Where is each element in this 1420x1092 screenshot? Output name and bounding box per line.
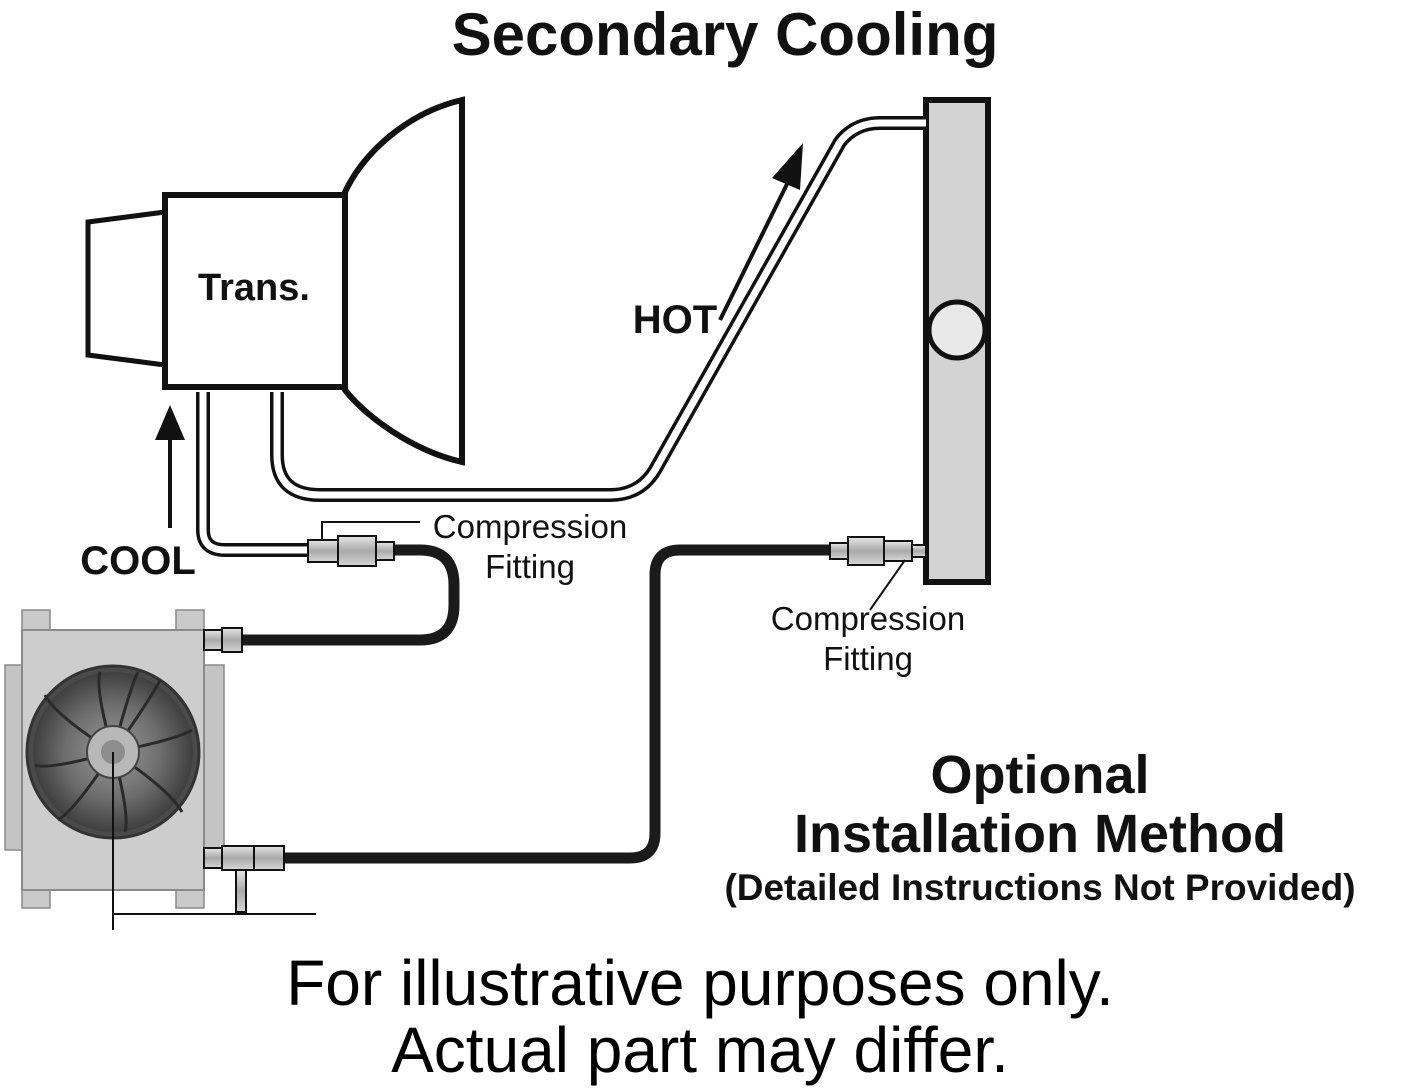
cooler-port-bottom: [203, 845, 285, 913]
diagram-title: Secondary Cooling: [452, 1, 999, 68]
hot-line: [270, 116, 926, 502]
cooler-with-fan: [4, 609, 225, 909]
footer-line1: For illustrative purposes only.: [286, 947, 1114, 1019]
footer-line2: Actual part may differ.: [391, 1014, 1009, 1086]
compression-fitting-right: [829, 536, 927, 566]
radiator-cap: [926, 299, 988, 361]
fan-wiring: [112, 752, 316, 930]
transmission-label: Trans.: [198, 267, 310, 309]
fitting-top-label-line2: Fitting: [485, 548, 575, 585]
hoses: [240, 544, 832, 864]
cooler-port-top: [203, 627, 243, 653]
transmission: [85, 96, 465, 466]
hot-arrow: [718, 143, 803, 321]
cool-label: COOL: [80, 539, 196, 583]
hose-to-cooler-top: [240, 544, 460, 646]
cool-arrow: [155, 405, 185, 528]
fitting-top-leader: [321, 521, 420, 540]
optional-line1: Optional: [931, 745, 1150, 805]
hose-to-radiator: [285, 544, 832, 864]
radiator: [923, 97, 991, 585]
compression-fitting-top: [307, 535, 395, 567]
optional-line2: Installation Method: [794, 804, 1286, 864]
cool-line: [196, 392, 310, 557]
hot-label: HOT: [633, 298, 717, 342]
fitting-right-label-line1: Compression: [771, 600, 965, 637]
fitting-top-label-line1: Compression: [433, 508, 627, 545]
optional-line3: (Detailed Instructions Not Provided): [724, 867, 1355, 908]
fitting-right-label-line2: Fitting: [823, 640, 913, 677]
fitting-right-leader: [869, 559, 906, 611]
